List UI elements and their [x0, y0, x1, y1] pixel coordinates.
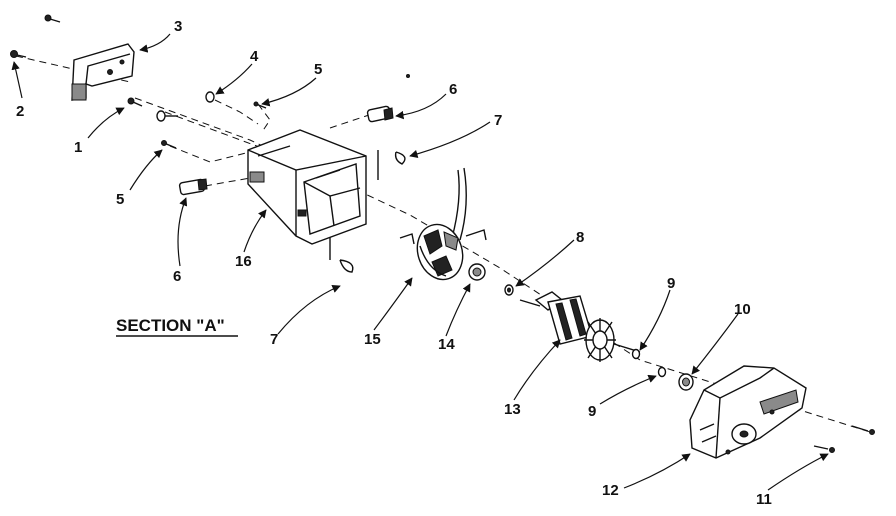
- part-11-screws: [813, 425, 875, 453]
- callout-6-top: 6: [449, 81, 457, 98]
- leader-lines: [11, 33, 829, 491]
- callout-2: 2: [16, 103, 24, 120]
- callout-7-bottom: 7: [270, 331, 278, 348]
- callout-11: 11: [756, 491, 772, 508]
- part-8-washer: [504, 284, 514, 296]
- callout-16: 16: [235, 253, 252, 270]
- callout-9-bottom: 9: [588, 403, 596, 420]
- part-16-housing: [247, 129, 367, 245]
- callout-1: 1: [74, 139, 82, 156]
- part-7-clips: [329, 150, 406, 273]
- part-2-screw: [10, 50, 27, 58]
- callout-6-bottom: 6: [173, 268, 181, 285]
- section-title: SECTION "A": [116, 316, 225, 335]
- part-12-end-bell: [689, 365, 807, 459]
- callout-9-top: 9: [667, 275, 675, 292]
- part-15-field-coil: [399, 167, 487, 281]
- part-1-screw: [127, 97, 143, 107]
- stray-mark: [406, 74, 410, 78]
- callout-5-left: 5: [116, 191, 124, 208]
- callout-13: 13: [504, 401, 521, 418]
- callout-3: 3: [174, 18, 182, 35]
- callout-10: 10: [734, 301, 751, 318]
- part-6-brushes: [178, 105, 394, 196]
- callout-labels: 3 2 1 4 5 6 7 5 6 16 7 15 14 8 13 9 9 10…: [16, 18, 772, 508]
- part-3-bracket: [71, 43, 135, 101]
- part-13-armature: [519, 291, 641, 362]
- callout-12: 12: [602, 482, 619, 499]
- callout-14: 14: [438, 336, 455, 353]
- callout-4: 4: [250, 48, 259, 65]
- section-title-group: SECTION "A": [116, 316, 238, 337]
- callout-8: 8: [576, 229, 584, 246]
- callout-7-top: 7: [494, 112, 502, 129]
- part-9-washers: [631, 348, 667, 378]
- callout-15: 15: [364, 331, 381, 348]
- part-5-screws: [161, 101, 267, 149]
- part-10-bearing: [678, 373, 694, 391]
- callout-5-top: 5: [314, 61, 322, 78]
- part-14-bearing: [468, 263, 486, 281]
- part-4-bushing: [156, 91, 215, 122]
- part-screw-top: [44, 14, 61, 23]
